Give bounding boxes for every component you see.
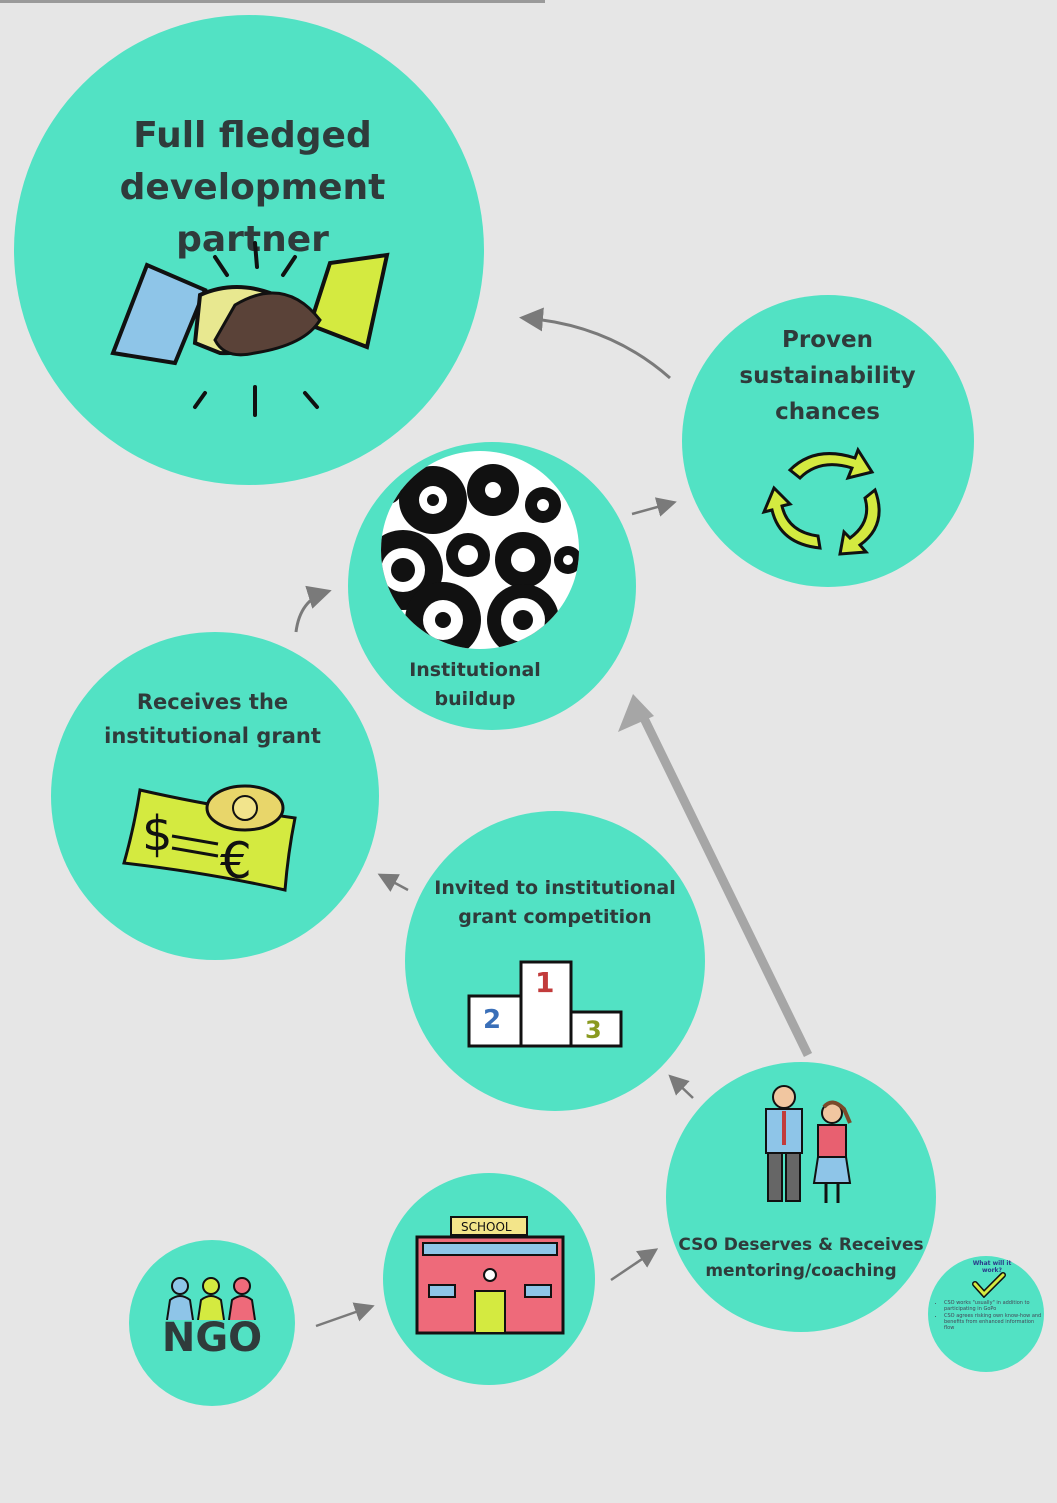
podium-third: 3 [585,1016,602,1044]
podium-icon: 1 2 3 [467,960,623,1048]
recycle-arrows-icon [761,446,881,556]
proven-title: Proven sustainability chances [739,327,916,425]
gears-icon [381,451,579,649]
arrow-cso-to-institutional [635,708,813,1057]
arrow-invited-to-receives [377,873,409,892]
podium-first: 1 [535,966,554,999]
podium-second: 2 [483,1005,501,1035]
full-partner-title: Full fledged development partner [119,115,386,260]
mini-info-bullets: CSO works "usually" in addition to parti… [938,1300,1044,1331]
ngo-people-icon [166,1277,256,1320]
arrow-school-to-cso [610,1248,659,1282]
institutional-title: Institutional buildup [409,659,541,710]
node-full-fledged-partner [14,15,484,485]
arrow-receives-to-institutional [294,585,332,633]
mini-info-circle[interactable] [928,1256,1044,1372]
school-building-icon: SCHOOL [415,1216,565,1335]
receives-title: Receives the institutional grant [104,690,321,748]
dollar-glyph: $ [142,806,173,862]
mini-info-bullet: CSO agrees risking own know-how and bene… [944,1313,1044,1332]
invited-title: Invited to institutional grant competiti… [434,877,676,928]
arrow-institutional-to-proven [631,497,677,517]
money-banknote-icon: $ € [122,784,297,892]
arrow-cso-to-institutional-head [618,694,654,732]
arrow-cso-to-invited [668,1074,694,1099]
handshake-icon [110,241,390,417]
mini-info-bullet: CSO works "usually" in addition to parti… [944,1300,1044,1313]
arrow-ngo-to-school [315,1302,375,1328]
euro-glyph: € [220,832,252,890]
arrow-proven-to-full [519,307,671,380]
checkmark-icon [972,1272,1006,1298]
mentor-people-icon [765,1085,852,1203]
top-divider [0,0,545,3]
node-ngo [129,1240,295,1406]
node-proven-sustainability [682,295,974,587]
mini-info-title: What will it work? [972,1260,1012,1274]
ngo-title: NGO [161,1315,263,1361]
cso-title: CSO Deserves & Receives mentoring/coachi… [678,1235,924,1281]
school-sign: SCHOOL [461,1220,512,1234]
